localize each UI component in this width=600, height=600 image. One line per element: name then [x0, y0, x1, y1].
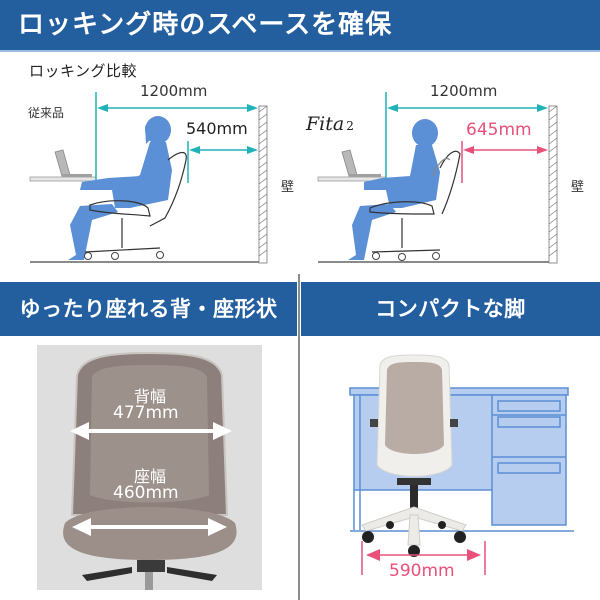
fita2-logo-text: Fita	[306, 113, 345, 135]
back-width-label: 背幅	[134, 387, 167, 406]
wall-label-left: 壁	[281, 180, 295, 195]
section-header-compact-base: コンパクトな脚	[301, 282, 600, 336]
back-width-value: 477mm	[113, 403, 179, 423]
chair-front-illustration	[63, 351, 237, 590]
seat-back-width-photo: 背幅 477mm 座幅 460mm	[37, 345, 262, 590]
fita2-clearance: 645mm	[466, 120, 532, 140]
fita2-room-depth: 1200mm	[430, 82, 498, 100]
section-title-compact-base: コンパクトな脚	[375, 297, 526, 321]
section-header-seat-shape: ゆったり座れる背・座形状	[0, 282, 297, 336]
section-divider	[298, 274, 300, 600]
fita2-diagram-illustration	[317, 92, 558, 264]
base-width-value: 590mm	[389, 561, 455, 581]
rocking-comparison-subtitle: ロッキング比較	[29, 62, 138, 80]
seat-width-value: 460mm	[113, 483, 179, 503]
compact-base-photo: 590mm	[302, 345, 600, 600]
header-underline	[0, 50, 600, 52]
page-title: ロッキング時のスペースを確保	[18, 10, 393, 40]
page-title-banner: ロッキング時のスペースを確保	[0, 0, 600, 50]
conventional-chair-diagram: 従来品 1200mm 540mm 壁	[0, 80, 300, 270]
conventional-diagram-illustration	[29, 92, 268, 264]
conventional-room-depth: 1200mm	[140, 82, 208, 100]
wall-label-right: 壁	[571, 180, 585, 195]
seat-width-label: 座幅	[134, 467, 167, 486]
chair-desk-illustration	[349, 354, 574, 575]
conventional-clearance: 540mm	[186, 119, 248, 138]
fita2-logo-number: 2	[346, 119, 354, 133]
section-title-seat-shape: ゆったり座れる背・座形状	[19, 297, 278, 321]
conventional-product-label: 従来品	[28, 106, 65, 120]
